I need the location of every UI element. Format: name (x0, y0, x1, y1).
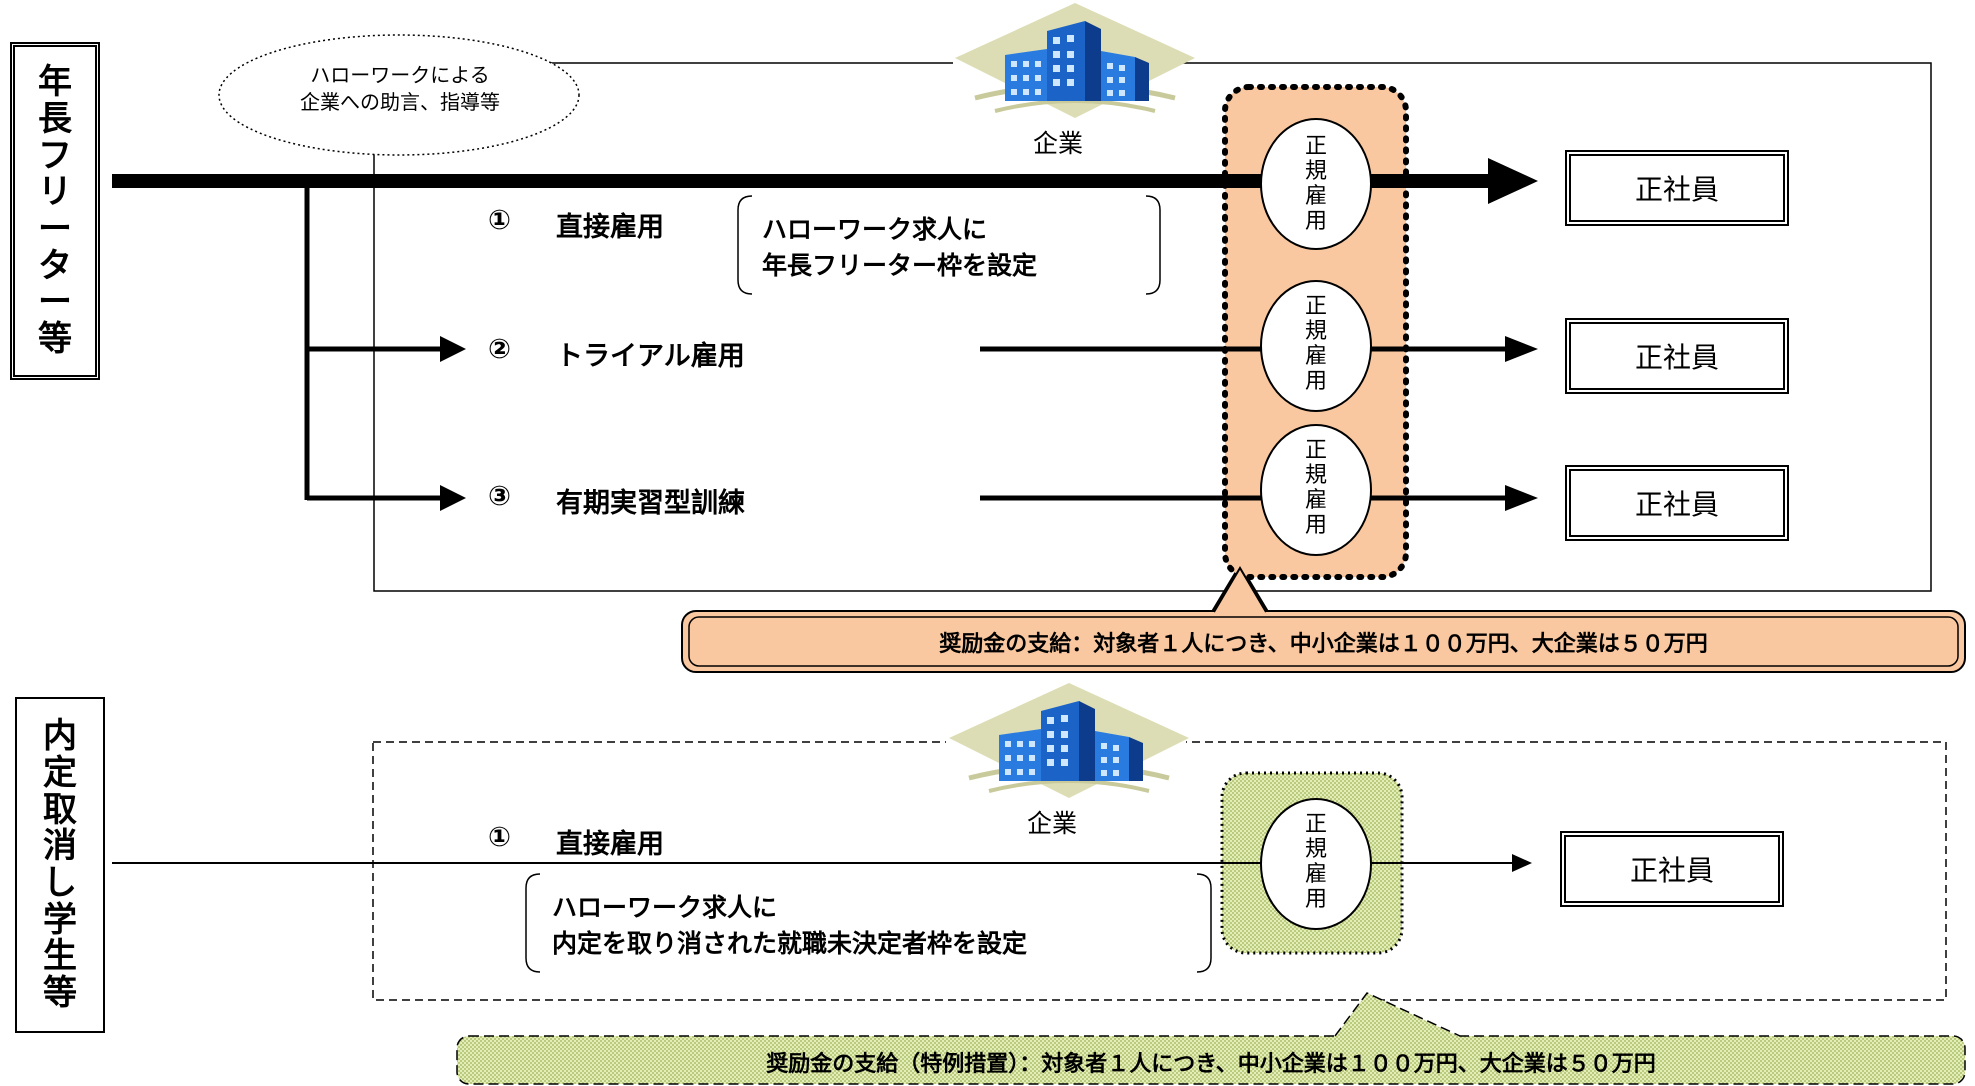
regular-employment-oval (1260, 280, 1372, 412)
regular-employment-text: 正規雇用 (1296, 438, 1336, 538)
target-group-label-char: 定 (43, 752, 77, 793)
target-group-label-char: 等 (43, 973, 77, 1014)
step-number-2: ② (488, 334, 511, 365)
target-group-label-char: 消 (43, 826, 77, 867)
regular-employment-char: 正 (1304, 294, 1327, 319)
note-bottom: ハローワーク求人に 内定を取り消された就職未決定者枠を設定 (552, 890, 1027, 963)
regular-employment-char: 雇 (1304, 488, 1327, 514)
target-group-label-char: 等 (38, 319, 72, 360)
regular-employment-oval (1260, 798, 1372, 930)
arrow-right-icon (1505, 336, 1538, 362)
step-number-1: ① (488, 205, 511, 236)
arrow-right-icon (1505, 485, 1538, 511)
regular-employment-char: 正 (1304, 812, 1327, 837)
regular-employment-char: 正 (1304, 134, 1327, 159)
target-group-label-char: 年 (38, 62, 72, 103)
regular-employment-text: 正規雇用 (1296, 812, 1336, 912)
subsidy-callout-top (681, 566, 1966, 673)
note-bracket (1145, 195, 1161, 295)
target-group-label-char: 生 (43, 936, 77, 977)
arrow-right-icon (1512, 854, 1532, 872)
subsidy-callout-top-text: 奨励金の支給：対象者１人につき、中小企業は１００万円、大企業は５０万円 (939, 632, 1708, 657)
step-label-direct-hire-bottom: 直接雇用 (556, 829, 664, 860)
arrow-right-icon (440, 336, 466, 362)
note-bracket (1196, 873, 1212, 973)
regular-employment-char: 規 (1304, 159, 1327, 185)
office-building-icon (949, 683, 1189, 798)
note-top-line-2: 年長フリーター枠を設定 (762, 251, 1038, 281)
note-bottom-line-1: ハローワーク求人に (552, 893, 778, 922)
regular-employment-char: 規 (1304, 837, 1327, 863)
step-label-direct-hire: 直接雇用 (556, 212, 664, 243)
step-label-trial-hire: トライアル雇用 (556, 341, 745, 372)
full-time-employee-box: 正社員 (1565, 318, 1789, 394)
regular-employment-char: 雇 (1304, 344, 1327, 370)
full-time-employee-box: 正社員 (1565, 150, 1789, 226)
regular-employment-char: 雇 (1304, 184, 1327, 210)
regular-employment-text: 正規雇用 (1296, 134, 1336, 234)
regular-employment-oval (1260, 118, 1372, 250)
note-top-line-1: ハローワーク求人に (762, 215, 988, 244)
regular-employment-char: 雇 (1304, 862, 1327, 888)
arrow-right-icon (1488, 158, 1538, 204)
target-group-label-char: 内 (43, 716, 77, 757)
company-label-top: 企業 (1032, 129, 1083, 158)
step-label-fixed-term-training: 有期実習型訓練 (556, 488, 745, 519)
regular-employment-char: 用 (1304, 209, 1327, 235)
target-group-label-top: 年長フリーター等 (10, 42, 100, 380)
step-number-3: ③ (488, 481, 511, 512)
company-label-bottom: 企業 (1026, 809, 1077, 838)
hellowork-bubble (218, 34, 580, 156)
office-building-icon (955, 3, 1195, 118)
target-group-label-char: タ (38, 245, 72, 286)
regular-employment-char: 用 (1304, 887, 1327, 913)
note-top: ハローワーク求人に 年長フリーター枠を設定 (762, 212, 1037, 285)
hellowork-bubble-text: ハローワークによる 企業への助言、指導等 (250, 62, 550, 116)
regular-employment-char: 用 (1304, 513, 1327, 539)
target-group-label-char: リ (38, 172, 72, 213)
full-time-employee-box: 正社員 (1565, 465, 1789, 541)
regular-employment-char: 規 (1304, 319, 1327, 345)
hellowork-line-2: 企業への助言、指導等 (300, 90, 500, 114)
step-number-1-bottom: ① (488, 822, 511, 853)
subsidy-callout-bottom (456, 992, 1966, 1085)
note-bracket (737, 195, 753, 295)
target-group-label-char: ー (38, 209, 72, 249)
target-group-label-char: し (43, 863, 77, 903)
regular-employment-text: 正規雇用 (1296, 294, 1336, 394)
arrow-right-icon (440, 485, 466, 511)
note-bottom-line-2: 内定を取り消された就職未決定者枠を設定 (552, 929, 1028, 959)
target-group-label-char: ー (38, 282, 72, 323)
full-time-employee-box: 正社員 (1560, 831, 1784, 907)
regular-employment-oval (1260, 424, 1372, 556)
target-group-label-char: 取 (43, 789, 77, 830)
regular-employment-char: 規 (1304, 463, 1327, 489)
target-group-label-char: フ (38, 135, 72, 176)
subsidy-callout-bottom-text: 奨励金の支給（特例措置）：対象者１人につき、中小企業は１００万円、大企業は５０万… (766, 1052, 1656, 1077)
note-bracket (525, 873, 541, 973)
regular-employment-char: 用 (1304, 369, 1327, 395)
target-group-label-bottom: 内定取消し学生等 (15, 697, 105, 1033)
regular-employment-char: 正 (1304, 438, 1327, 463)
hellowork-line-1: ハローワークによる (310, 63, 490, 87)
target-group-label-char: 学 (43, 899, 77, 940)
target-group-label-char: 長 (38, 98, 72, 139)
